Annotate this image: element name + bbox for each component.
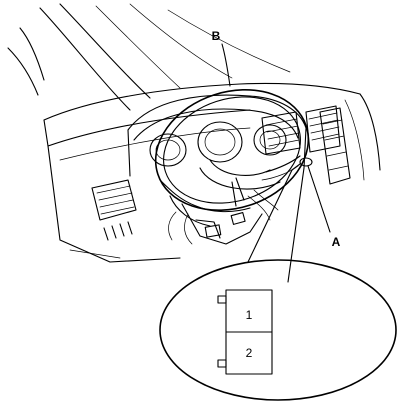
- pin-1-label: 1: [246, 308, 253, 322]
- callout-b-label: B: [212, 29, 221, 43]
- connector-a-location: [291, 157, 313, 171]
- dashboard-left-panel: [47, 145, 181, 263]
- connector-latch-bottom: [217, 359, 227, 368]
- leader-lines: [221, 43, 331, 283]
- connector-detail-view: 1 2: [159, 259, 397, 401]
- steering-wheel: [154, 89, 310, 211]
- steering-column-wiring: [159, 155, 301, 245]
- pin-2-label: 2: [246, 346, 253, 360]
- callout-a-label: A: [332, 235, 341, 249]
- windshield-frame: [7, 3, 291, 111]
- detail-ellipse: [159, 259, 397, 401]
- connector-latch-top: [217, 295, 227, 304]
- center-vents: [261, 105, 351, 185]
- dashboard-top: [43, 82, 381, 181]
- instrument-cluster: [127, 94, 307, 177]
